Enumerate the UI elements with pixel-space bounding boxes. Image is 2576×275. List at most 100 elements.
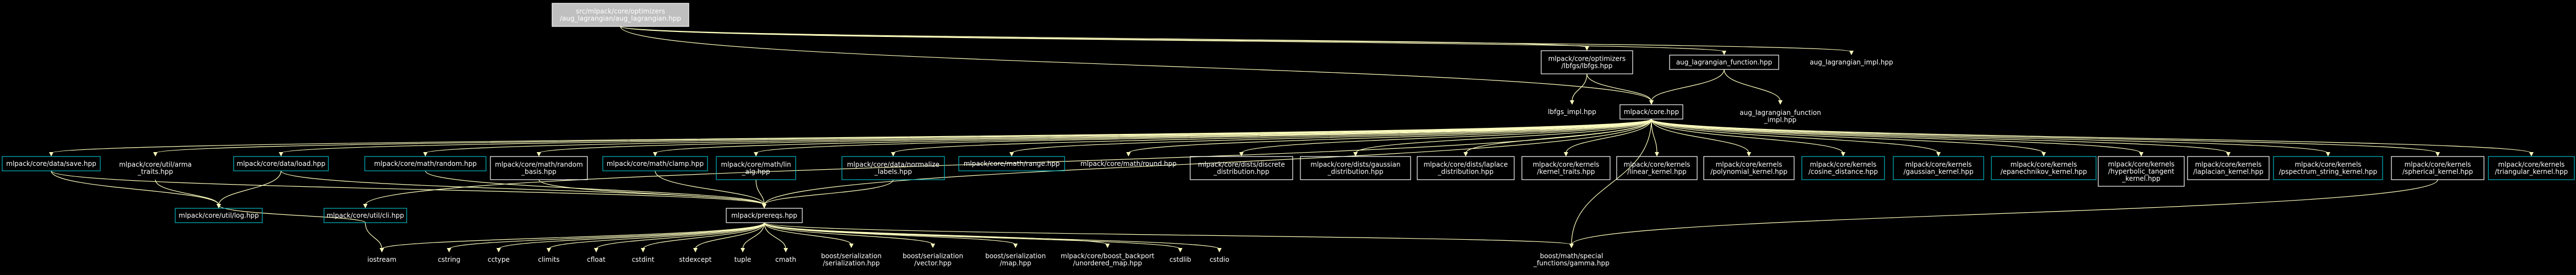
node-random[interactable]: mlpack/core/math/random.hpp [364, 156, 487, 171]
arrowhead-prereqs-to-iostream [380, 248, 384, 252]
node-cosine-label-line-0: mlpack/core/kernels [1810, 161, 1877, 169]
edge-prereqs-to-bsvser [764, 222, 852, 245]
arrowhead-core-to-lineark [1655, 152, 1659, 157]
node-augfn-label-line-0: aug_lagrangian_function.hpp [1676, 58, 1772, 66]
edge-save-to-prereqs [51, 170, 765, 206]
node-laplk[interactable]: mlpack/core/kernels/laplacian_kernel.hpp [2187, 156, 2270, 180]
edge-load-to-prereqs [280, 170, 765, 206]
node-polyk-label-line-1: /polynomial_kernel.hpp [1710, 168, 1787, 176]
arrowhead-root-to-augimpl [1849, 51, 1854, 55]
node-terms: mlpack/core/util/arma_traits.hpp [119, 161, 192, 176]
edge-core-to-lin [755, 118, 1652, 154]
node-tuple-label-line-0: tuple [735, 256, 752, 263]
arrowhead-load-to-prereqs [762, 204, 766, 208]
node-gaussiand[interactable]: mlpack/core/dists/gaussian_distribution.… [1300, 156, 1411, 180]
node-laplk-label-line-0: mlpack/core/kernels [2195, 161, 2262, 169]
node-climits-label-line-0: climits [538, 256, 559, 263]
arrowhead-core-to-cli [363, 204, 368, 208]
node-cli-label-line-0: mlpack/core/util/cli.hpp [327, 212, 404, 219]
node-core[interactable]: mlpack/core.hpp [1619, 104, 1683, 120]
arrowhead-core-to-ktraits [1564, 152, 1568, 157]
edge-lbfgs-to-core [1586, 73, 1652, 102]
edge-root-to-augimpl [620, 26, 1852, 52]
node-tri[interactable]: mlpack/core/kernels/triangular_kernel.hp… [2488, 156, 2575, 180]
node-lineark[interactable]: mlpack/core/kernels/linear_kernel.hpp [1616, 156, 1698, 180]
arrowhead-prereqs-to-bsvser [849, 244, 854, 248]
node-normalize[interactable]: mlpack/core/data/normalize_labels.hpp [841, 156, 945, 180]
node-bunord-label-line-1: /unordered_map.hpp [1073, 260, 1142, 267]
node-cstring-label-line-0: cstring [438, 256, 460, 263]
node-prereqs[interactable]: mlpack/prereqs.hpp [726, 208, 803, 223]
node-pspec-box [2273, 156, 2383, 180]
node-pspec-label-line-0: mlpack/core/kernels [2295, 161, 2362, 169]
node-polyk[interactable]: mlpack/core/kernels/polynomial_kernel.hp… [1703, 156, 1795, 180]
node-tri-label-line-0: mlpack/core/kernels [2498, 161, 2565, 169]
edge-core-to-discrete [1241, 118, 1652, 154]
node-polyk-label-line-0: mlpack/core/kernels [1716, 161, 1783, 169]
arrowhead-core-to-normalize [891, 152, 895, 157]
node-log[interactable]: mlpack/core/util/log.hpp [175, 208, 263, 223]
node-round: mlpack/core/math/round.hpp [1081, 160, 1177, 168]
arrowhead-cli-to-log [217, 204, 221, 208]
edge-core-to-gamma [1571, 118, 1652, 245]
node-augfn[interactable]: aug_lagrangian_function.hpp [1669, 55, 1779, 70]
node-lbfgs[interactable]: mlpack/core/optimizers/lbfgs/lbfgs.hpp [1541, 50, 1633, 74]
node-ktraits[interactable]: mlpack/core/kernels/kernel_traits.hpp [1521, 156, 1611, 180]
node-spher[interactable]: mlpack/core/kernels/spherical_kernel.hpp [2391, 156, 2485, 180]
node-log-box [175, 208, 263, 223]
node-bsvser-label-line-0: boost/serialization [821, 252, 882, 260]
edge-core-to-round [1128, 118, 1652, 154]
edge-prereqs-to-cmath [764, 222, 786, 250]
node-spher-box [2391, 156, 2485, 180]
node-root[interactable]: src/mlpack/core/optimizers/aug_lagrangia… [552, 3, 689, 27]
node-range[interactable]: mlpack/core/math/range.hpp [958, 156, 1065, 171]
arrowhead-spher-to-gamma [1569, 244, 1574, 248]
edge-core-to-laplk [1651, 118, 2229, 154]
edge-lbfgs-to-lbfgsimpl [1571, 73, 1587, 102]
node-clamp-box [602, 156, 708, 171]
node-cmath-label-line-0: cmath [775, 256, 796, 263]
node-normalize-label-line-1: _labels.hpp [874, 168, 912, 176]
node-laplk-box [2187, 156, 2270, 180]
node-lbfgs-label-line-1: /lbfgs/lbfgs.hpp [1562, 62, 1613, 70]
node-cli[interactable]: mlpack/core/util/cli.hpp [323, 208, 407, 223]
node-load[interactable]: mlpack/core/data/load.hpp [233, 156, 329, 171]
node-rbasis[interactable]: mlpack/core/math/random_basis.hpp [490, 156, 588, 180]
edge-core-to-normalize [893, 118, 1652, 154]
node-epan-box [1991, 156, 2097, 180]
node-epan[interactable]: mlpack/core/kernels/epanechnikov_kernel.… [1991, 156, 2097, 180]
node-discrete[interactable]: mlpack/core/dists/discrete_distribution.… [1190, 156, 1293, 180]
node-bsvser: boost/serialization/serialization.hpp [821, 252, 882, 267]
node-epan-label-line-0: mlpack/core/kernels [2011, 161, 2077, 169]
node-lin[interactable]: mlpack/core/math/lin_alg.hpp [716, 156, 796, 180]
node-normalize-label-line-0: mlpack/core/data/normalize [847, 161, 939, 169]
node-cstdio: cstdio [1209, 256, 1229, 263]
node-hyper[interactable]: mlpack/core/kernels/hyperbolic_tangent_k… [2098, 156, 2185, 187]
edge-core-to-prereqs [764, 118, 1652, 206]
node-bsvser-label-line-1: /serialization.hpp [823, 260, 879, 267]
edge-spher-to-gamma [1571, 179, 2438, 245]
node-layer: src/mlpack/core/optimizers/aug_lagrangia… [2, 3, 2575, 267]
node-polyk-box [1703, 156, 1795, 180]
node-cosine[interactable]: mlpack/core/kernels/cosine_distance.hpp [1801, 156, 1885, 180]
edge-layer [49, 26, 2534, 252]
edge-core-to-random [425, 118, 1652, 154]
arrowhead-core-to-laplk [2226, 152, 2231, 157]
node-laplaced[interactable]: mlpack/core/dists/laplace_distribution.h… [1417, 156, 1515, 180]
node-pspec[interactable]: mlpack/core/kernels/pspectrum_string_ker… [2273, 156, 2383, 180]
edge-core-to-range [1011, 118, 1652, 154]
node-gaussiand-label-line-1: _distribution.hpp [1327, 168, 1383, 176]
edge-cli-to-iostream [365, 222, 382, 250]
node-cstdio-label-line-0: cstdio [1209, 256, 1229, 263]
node-save[interactable]: mlpack/core/data/save.hpp [2, 156, 101, 171]
node-gaussk-label-line-0: mlpack/core/kernels [1905, 161, 1972, 169]
node-gaussk[interactable]: mlpack/core/kernels/gaussian_kernel.hpp [1893, 156, 1984, 180]
edge-prereqs-to-tuple [742, 222, 765, 250]
node-lineark-box [1616, 156, 1698, 180]
node-clamp[interactable]: mlpack/core/math/clamp.hpp [602, 156, 708, 171]
arrowhead-core-to-clamp [653, 152, 657, 157]
edge-prereqs-to-bsmap [764, 222, 1016, 245]
edge-terms-to-log [155, 179, 219, 206]
node-climits: climits [538, 256, 559, 263]
